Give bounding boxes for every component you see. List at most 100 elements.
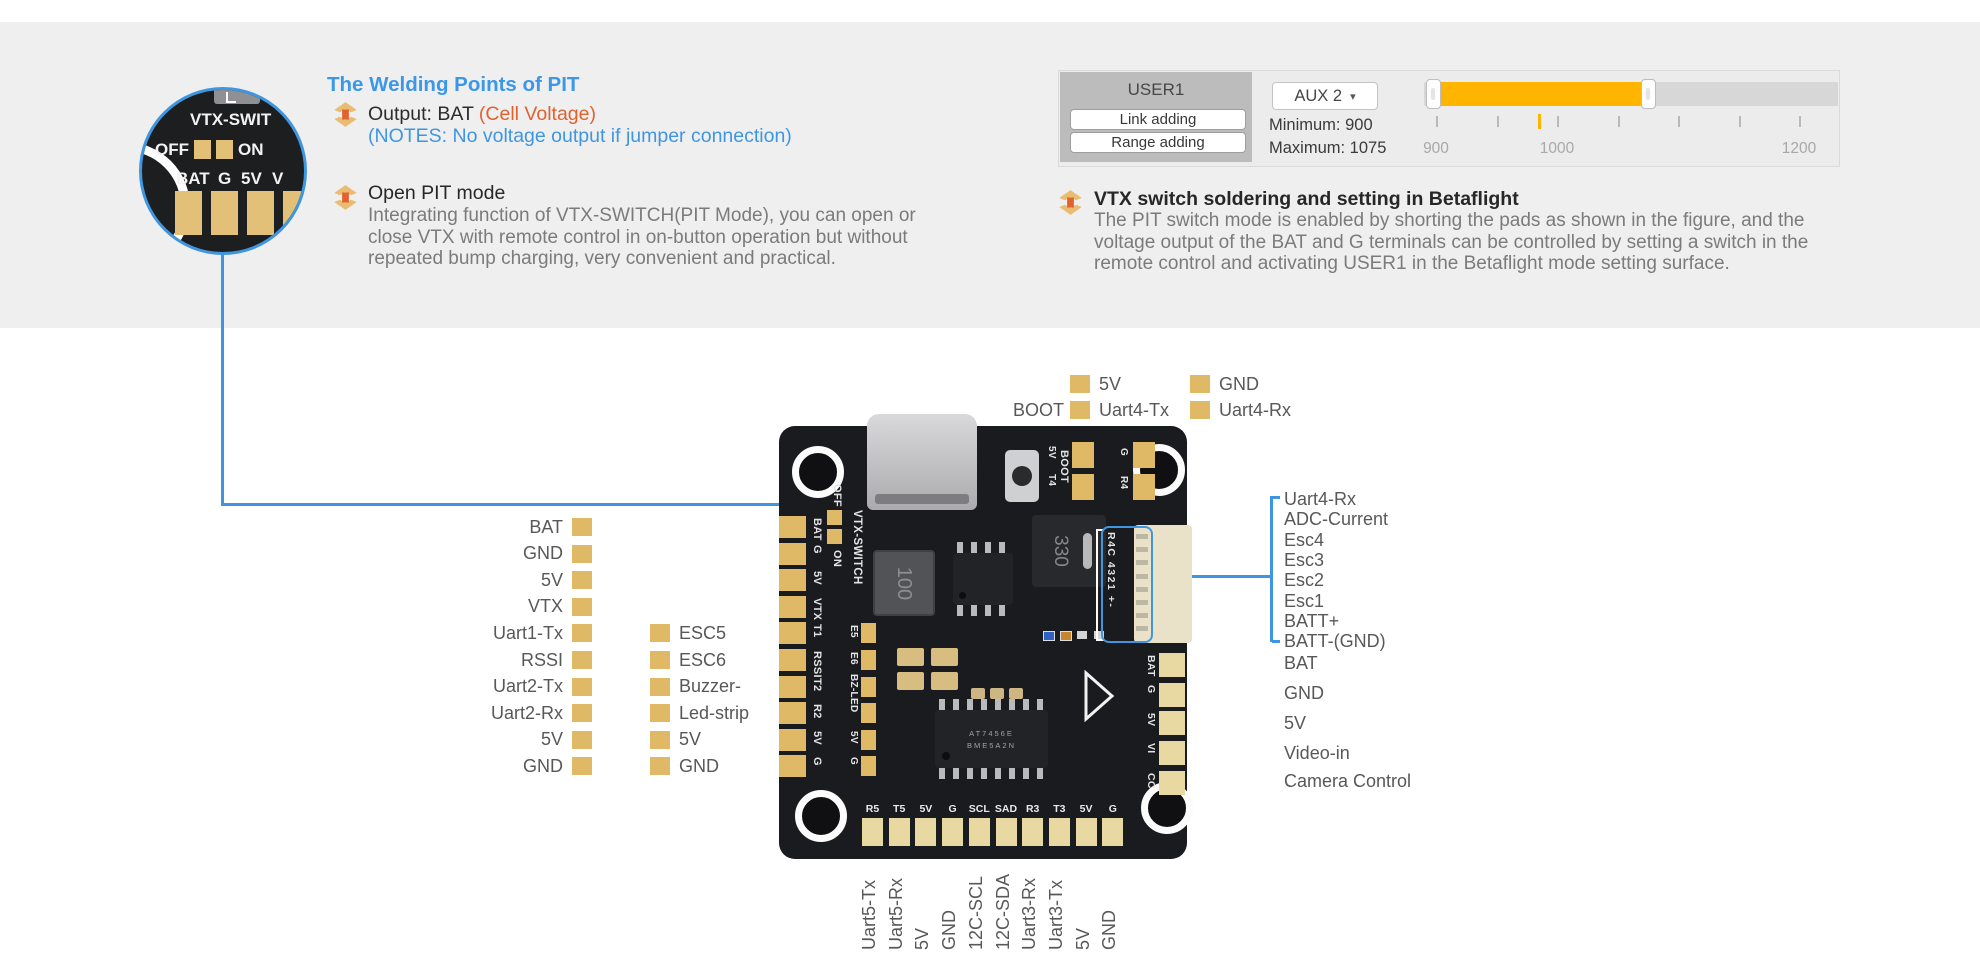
pin-row-left: GND bbox=[430, 543, 592, 565]
smd-component bbox=[1077, 631, 1087, 639]
pin-row-top: Uart4-Rx bbox=[1190, 399, 1291, 421]
silkscreen-label: 5V bbox=[848, 731, 859, 744]
slider-tick bbox=[1496, 116, 1499, 127]
solder-pad bbox=[175, 191, 202, 235]
osd-chip: AT7456E BME5A2N bbox=[935, 710, 1048, 768]
solder-pad-swatch bbox=[572, 518, 592, 536]
link-adding-button[interactable]: Link adding bbox=[1070, 109, 1246, 130]
solder-pad-swatch bbox=[650, 677, 670, 696]
silkscreen-label: T2 bbox=[811, 677, 823, 692]
silkscreen-label: 5V bbox=[1046, 446, 1057, 459]
range-adding-button[interactable]: Range adding bbox=[1070, 132, 1246, 153]
slider-tick bbox=[1436, 116, 1438, 127]
jumper-note: (NOTES: No voltage output if jumper conn… bbox=[368, 125, 792, 147]
smd-component bbox=[1094, 631, 1104, 639]
pin-row-left: BAT bbox=[430, 516, 592, 538]
inset-pad-label: 5V bbox=[241, 169, 262, 188]
slider-scale-label: 1000 bbox=[1539, 140, 1575, 157]
pin-label-bottom: 5V bbox=[912, 927, 933, 950]
pin-label-bottom: GND bbox=[1099, 910, 1120, 950]
board-pad bbox=[1048, 818, 1070, 846]
silkscreen-label: R3 bbox=[1025, 803, 1040, 815]
solder-pad-swatch bbox=[572, 624, 592, 643]
solder-pad-icon bbox=[334, 102, 357, 127]
pin-label-bottom: 12C-SDA bbox=[992, 873, 1013, 950]
chevron-down-icon: ▾ bbox=[1350, 90, 1356, 103]
solder-pad-swatch bbox=[650, 624, 670, 643]
connector-pin bbox=[1136, 573, 1148, 579]
board-pad bbox=[968, 818, 990, 846]
board-pad bbox=[779, 595, 806, 618]
board-pad bbox=[1102, 818, 1124, 846]
board-pad bbox=[861, 676, 876, 697]
esc-connector bbox=[1134, 525, 1192, 643]
usb-seam bbox=[875, 494, 969, 504]
inset-pad-label: V bbox=[272, 169, 284, 188]
connector-pin bbox=[1136, 560, 1148, 566]
pin-label: BOOT bbox=[1012, 399, 1064, 420]
pin-label: Uart2-Tx bbox=[492, 676, 563, 697]
soic8-chip bbox=[953, 553, 1013, 605]
slider-current-marker bbox=[1537, 114, 1541, 129]
connector-pin bbox=[1136, 547, 1148, 553]
slider-tick bbox=[1799, 116, 1801, 127]
triangle-silkscreen bbox=[1084, 670, 1115, 722]
silkscreen-label: BAT bbox=[811, 518, 823, 541]
pin1-dot bbox=[959, 592, 966, 599]
solder-pad-swatch bbox=[1190, 401, 1210, 419]
silkscreen-label: BAT bbox=[1145, 655, 1157, 677]
slider-scale-label: 900 bbox=[1423, 140, 1449, 157]
solder-pad-swatch bbox=[572, 651, 592, 669]
pin-row-top: BOOT bbox=[986, 399, 1064, 421]
boot-button[interactable] bbox=[1005, 450, 1039, 502]
solder-pad-swatch bbox=[572, 571, 592, 590]
silkscreen-label: SCL bbox=[968, 803, 990, 815]
board-pad bbox=[942, 818, 964, 846]
silkscreen-label: 5V bbox=[1079, 803, 1093, 815]
range-slider-min-handle[interactable] bbox=[1426, 79, 1441, 109]
silkscreen-label: G bbox=[948, 803, 957, 815]
pin-row-left2: ESC5 bbox=[650, 622, 726, 644]
pin-row-left: 5V bbox=[430, 729, 592, 751]
pin-label-bottom: Uart5-Rx bbox=[885, 877, 906, 950]
connector-bracket bbox=[1096, 529, 1104, 531]
pin-label: 5V bbox=[540, 729, 563, 750]
flight-controller-board: 100 330 AT7456E BME5A2N bbox=[779, 414, 1193, 859]
pin-label: GND bbox=[523, 543, 563, 564]
range-slider-track[interactable] bbox=[1424, 79, 1838, 109]
led-blue bbox=[1043, 631, 1055, 641]
pin-label-right: BATT-(GND) bbox=[1284, 631, 1386, 652]
pin-label: GND bbox=[1219, 373, 1259, 394]
output-bat-label: Output: BAT bbox=[368, 103, 474, 125]
mounting-hole bbox=[795, 790, 847, 842]
slider-scale-label: 1200 bbox=[1781, 140, 1817, 157]
range-slider-max-handle[interactable] bbox=[1640, 79, 1656, 109]
esc-callout-line bbox=[1192, 575, 1272, 578]
osd-chip-marking: AT7456E bbox=[969, 728, 1014, 738]
board-pad bbox=[1072, 474, 1094, 500]
inset-pad-label: G bbox=[218, 169, 232, 188]
slider-tick bbox=[1617, 116, 1620, 127]
pin-label-right: Camera Control bbox=[1284, 771, 1412, 791]
silkscreen-label: T5 bbox=[893, 803, 906, 815]
silkscreen-label: T4 bbox=[1046, 474, 1057, 487]
regulator-pill bbox=[1083, 533, 1092, 569]
open-pit-mode-title: Open PIT mode bbox=[368, 182, 506, 204]
jumper-pad bbox=[827, 529, 842, 544]
capacitor bbox=[1009, 688, 1023, 699]
pin-label: ESC6 bbox=[679, 649, 727, 670]
pin-row-left: RSSI bbox=[430, 649, 592, 671]
connector-bracket bbox=[1096, 639, 1104, 641]
silkscreen-label: VTX bbox=[811, 597, 823, 621]
aux-channel-dropdown[interactable]: AUX 2 ▾ bbox=[1272, 82, 1378, 110]
board-pad bbox=[1133, 442, 1155, 468]
board-pad bbox=[1022, 818, 1044, 846]
solder-pad-swatch bbox=[650, 730, 670, 749]
jumper-pad bbox=[216, 140, 233, 159]
pin-label: RSSI bbox=[520, 649, 563, 670]
silkscreen-label: E6 bbox=[848, 652, 859, 665]
pin-label-right: BATT+ bbox=[1284, 610, 1340, 631]
pin-row-left: GND bbox=[430, 755, 592, 777]
inset-vtx-switch-label: VTX-SWIT bbox=[190, 110, 272, 129]
